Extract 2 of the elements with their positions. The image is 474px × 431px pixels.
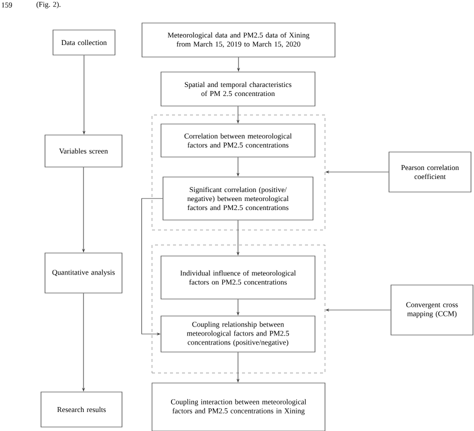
group-box: [152, 244, 326, 374]
group-box: [152, 114, 326, 230]
